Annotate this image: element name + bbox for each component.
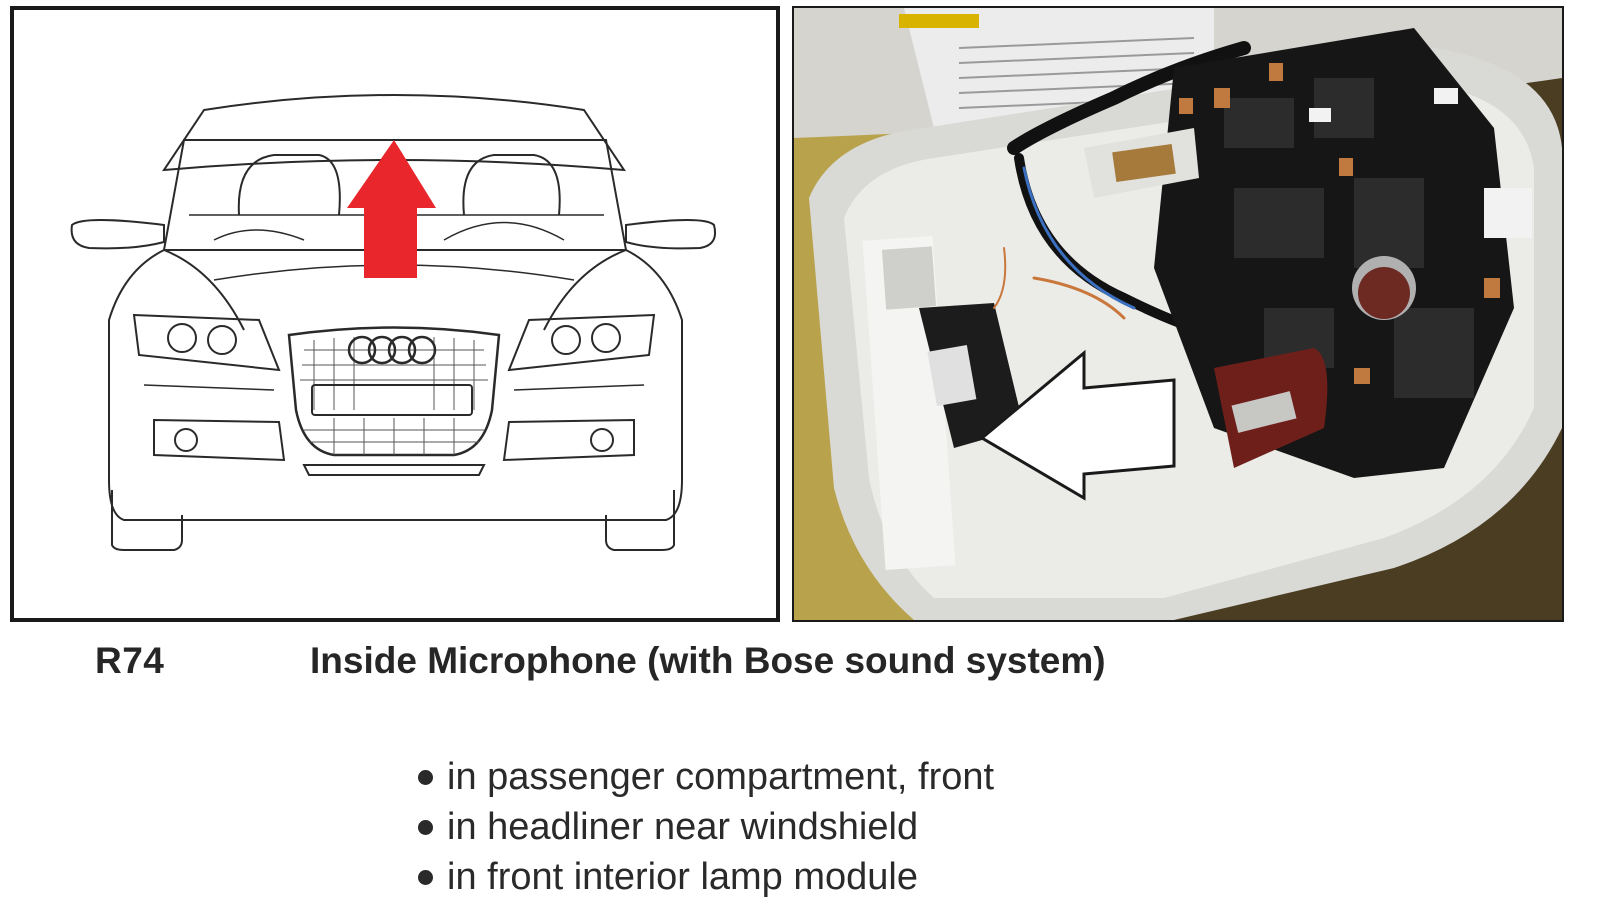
component-code: R74 bbox=[95, 640, 165, 681]
location-list: in passenger compartment, front in headl… bbox=[416, 752, 994, 902]
interior-lamp-module-photo bbox=[792, 6, 1564, 622]
location-text: in front interior lamp module bbox=[447, 856, 918, 898]
bullet-icon bbox=[418, 869, 433, 885]
location-text: in passenger compartment, front bbox=[447, 756, 995, 798]
red-up-arrow bbox=[347, 140, 436, 278]
bullet-icon bbox=[418, 769, 433, 785]
component-title: Inside Microphone (with Bose sound syste… bbox=[310, 640, 1106, 681]
location-text: in headliner near windshield bbox=[447, 806, 919, 848]
location-item: in passenger compartment, front bbox=[416, 752, 994, 802]
car-front-illustration bbox=[10, 6, 780, 622]
bullet-icon bbox=[418, 819, 433, 835]
location-item: in front interior lamp module bbox=[416, 852, 994, 902]
location-item: in headliner near windshield bbox=[416, 802, 994, 852]
white-left-arrow bbox=[979, 349, 1176, 501]
